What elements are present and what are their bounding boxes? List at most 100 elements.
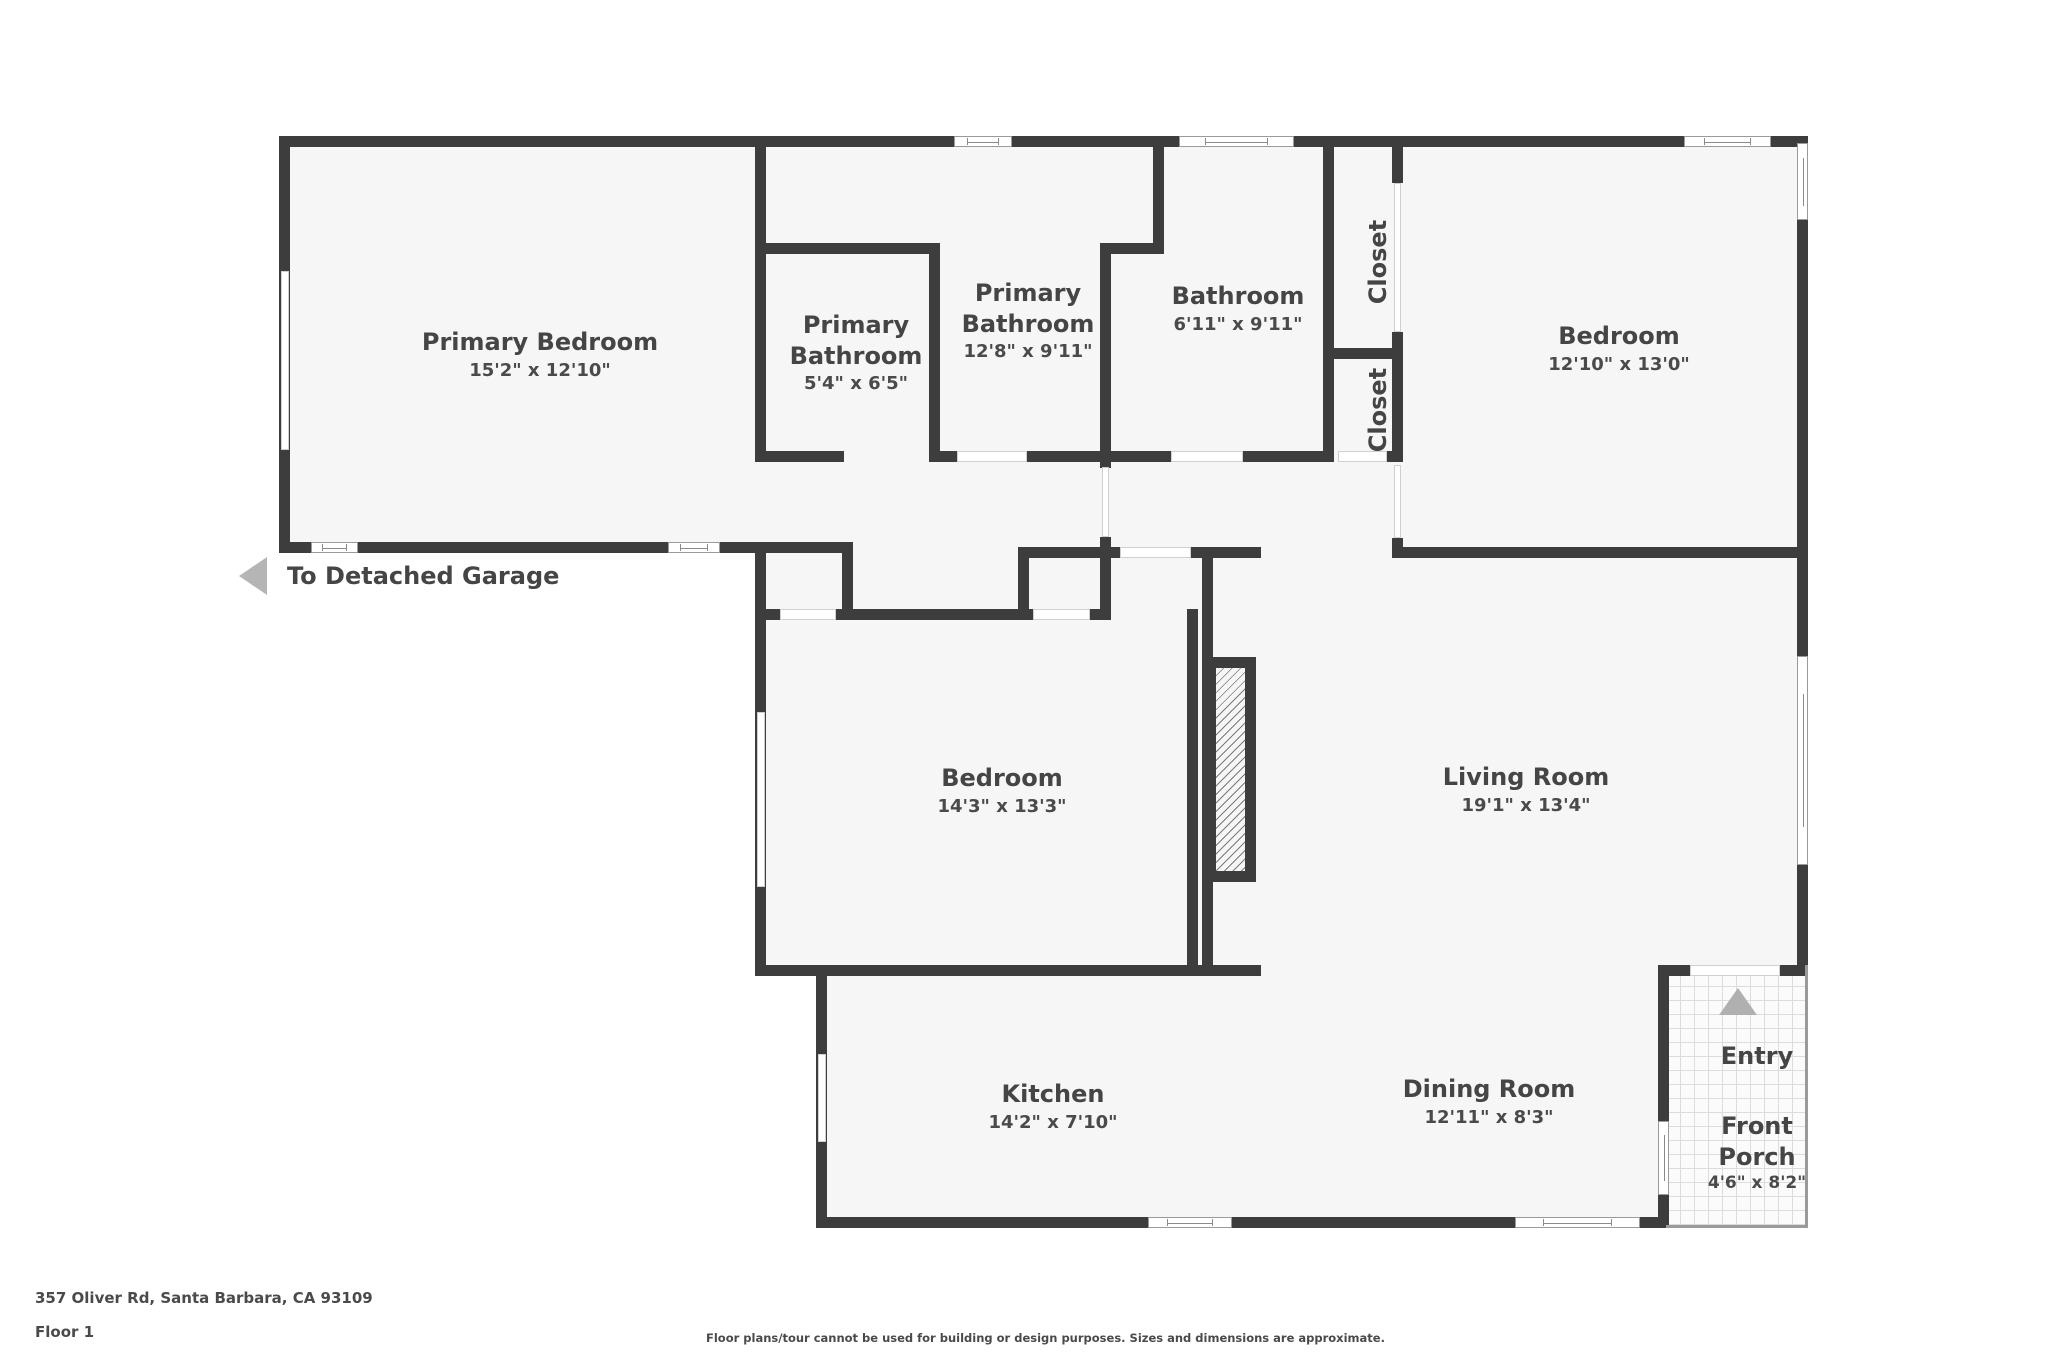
room-dimensions: 19'1" x 13'4" xyxy=(1461,795,1591,816)
window-porch-side xyxy=(1658,1121,1669,1195)
floor-primary-bedroom xyxy=(285,142,760,547)
room-name: Bathroom xyxy=(1171,282,1305,310)
window-primary-bath-top xyxy=(954,136,1012,147)
property-address: 357 Oliver Rd, Santa Barbara, CA 93109 xyxy=(35,1289,373,1307)
arrow-up-icon xyxy=(1719,988,1757,1015)
room-primary-bedroom: Primary Bedroom 15'2" x 12'10" xyxy=(422,330,658,380)
door-hall-closet-right xyxy=(1033,609,1090,620)
wall-top xyxy=(279,136,1808,147)
door-living xyxy=(1120,547,1191,558)
room-name-line1: Front xyxy=(1721,1112,1793,1140)
wall-primary-bath-jog-vertical xyxy=(1153,136,1164,254)
room-name: Bedroom xyxy=(941,764,1063,792)
room-closet-upper: Closet xyxy=(1364,219,1392,305)
room-bedroom-middle: Bedroom 14'3" x 13'3" xyxy=(937,766,1066,816)
room-dimensions: 15'2" x 12'10" xyxy=(469,360,611,381)
window-bathroom-top xyxy=(1179,136,1294,147)
door-hall-vertical xyxy=(1102,467,1109,537)
floor-label: Floor 1 xyxy=(35,1323,95,1341)
wall-hall-closet-left-top xyxy=(766,609,780,620)
room-name-line2: Bathroom xyxy=(789,342,923,370)
wall-hall-closet-left-right xyxy=(842,542,853,620)
opening-middle-bedroom-left xyxy=(757,712,765,887)
door-hall-closet-left xyxy=(780,609,836,620)
wall-kitchen-top xyxy=(755,965,1261,976)
floor-primary-suite xyxy=(760,142,1405,462)
room-dimensions: 6'11" x 9'11" xyxy=(1173,314,1303,335)
wall-small-bath-bottom-stub xyxy=(755,451,844,462)
room-dimensions: 14'2" x 7'10" xyxy=(988,1112,1118,1133)
window-dining-bottom xyxy=(1515,1217,1640,1228)
room-dimensions: 5'4" x 6'5" xyxy=(803,373,909,394)
opening-primary-bedroom-left xyxy=(281,271,289,450)
room-name-line1: Primary xyxy=(802,311,910,339)
wall-bathroom-right xyxy=(1323,136,1334,461)
wall-primary-bedroom-right xyxy=(755,136,766,461)
window-kitchen-bottom xyxy=(1148,1217,1232,1228)
room-name-line2: Bathroom xyxy=(961,310,1095,338)
wall-bathroom-bottom-left xyxy=(1100,451,1171,462)
room-bedroom-right: Bedroom 12'10" x 13'0" xyxy=(1548,324,1690,374)
wall-porch-left xyxy=(1658,965,1669,1228)
window-primary-bedroom-bottom-1 xyxy=(311,542,358,553)
wall-small-bath-top xyxy=(755,243,940,254)
wall-closet-divider xyxy=(1323,348,1403,359)
wall-living-top-left-stub xyxy=(1100,547,1120,558)
wall-hall-closet-right-bottom-stub xyxy=(1090,609,1111,620)
door-entry xyxy=(1690,965,1780,976)
door-closet-lower xyxy=(1338,451,1387,462)
window-living-side xyxy=(1797,656,1808,865)
wall-living-left xyxy=(1202,547,1213,976)
wall-closet-right-top xyxy=(1392,136,1403,183)
room-front-porch: Front Porch 4'6" x 8'2" xyxy=(1708,1114,1806,1192)
wall-middle-bedroom-top xyxy=(836,609,1033,620)
fireplace xyxy=(1213,657,1256,882)
door-primary-bath xyxy=(957,451,1027,462)
disclaimer: Floor plans/tour cannot be used for buil… xyxy=(706,1331,1385,1345)
room-living-room: Living Room 19'1" x 13'4" xyxy=(1443,765,1609,815)
room-name: Dining Room xyxy=(1402,1075,1576,1103)
wall-hall-closet-right-top xyxy=(1018,547,1111,558)
wall-hall-vertical-lower xyxy=(1100,537,1111,620)
room-dimensions: 12'10" x 13'0" xyxy=(1548,354,1690,375)
room-primary-bathroom-small: Primary Bathroom 5'4" x 6'5" xyxy=(790,313,923,393)
room-name: Bedroom xyxy=(1558,322,1680,350)
door-right-bedroom xyxy=(1394,465,1401,538)
room-entry: Entry xyxy=(1720,1042,1794,1070)
wall-primary-bedroom-bottom xyxy=(279,542,853,553)
room-dimensions: 4'6" x 8'2" xyxy=(1707,1173,1807,1193)
wall-porch-bottom-edge xyxy=(1666,1225,1808,1228)
room-bathroom: Bathroom 6'11" x 9'11" xyxy=(1172,284,1305,334)
wall-primary-bath-right xyxy=(1100,243,1111,468)
wall-closet-bottom-right-stub xyxy=(1387,451,1403,462)
floor-kitchen-dining xyxy=(821,970,1666,1223)
room-closet-lower: Closet xyxy=(1364,367,1392,453)
wall-bottom xyxy=(816,1217,1669,1228)
wall-small-bath-right xyxy=(929,243,940,461)
room-primary-bathroom: Primary Bathroom 12'8" x 9'11" xyxy=(962,281,1095,361)
wall-primary-bath-bottom-right xyxy=(1027,451,1111,462)
room-name: Kitchen xyxy=(1001,1080,1105,1108)
wall-primary-bath-bottom-left xyxy=(929,451,957,462)
room-kitchen: Kitchen 14'2" x 7'10" xyxy=(988,1082,1117,1132)
room-name-line2: Porch xyxy=(1718,1143,1796,1171)
room-name: Primary Bedroom xyxy=(421,328,659,356)
door-bathroom xyxy=(1171,451,1243,462)
wall-hall-closet-right-left xyxy=(1018,547,1029,620)
room-name-line1: Primary xyxy=(974,279,1082,307)
window-primary-bedroom-bottom-2 xyxy=(668,542,720,553)
wall-right-bedroom-bottom xyxy=(1392,547,1808,558)
front-porch-tile xyxy=(1666,972,1807,1227)
room-dimensions: 12'8" x 9'11" xyxy=(963,341,1093,362)
arrow-left-icon xyxy=(239,557,267,595)
wall-primary-bath-jog-horizontal xyxy=(1100,243,1164,254)
wall-porch-right-edge xyxy=(1805,965,1808,1228)
wall-middle-bedroom-right xyxy=(1187,609,1198,976)
window-right-bedroom-top xyxy=(1684,136,1771,147)
door-closet-upper xyxy=(1394,183,1401,332)
room-dimensions: 12'11" x 8'3" xyxy=(1424,1107,1554,1128)
floor-right-bedroom xyxy=(1397,142,1803,553)
opening-kitchen-left xyxy=(818,1054,826,1142)
room-dimensions: 14'3" x 13'3" xyxy=(937,796,1067,817)
